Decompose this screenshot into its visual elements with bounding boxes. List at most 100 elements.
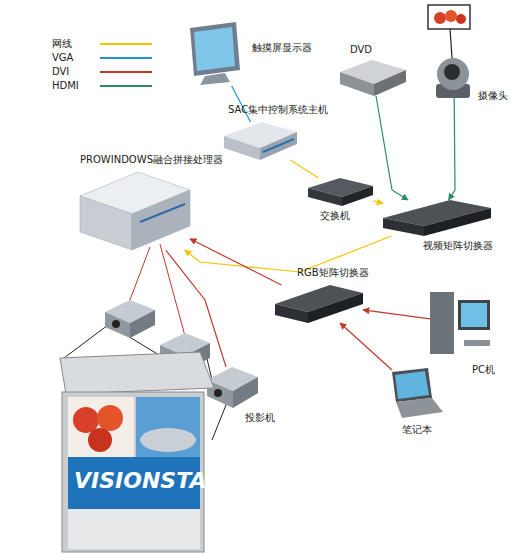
cable-connector: [449, 98, 455, 200]
host-front: [224, 136, 260, 160]
cable-connector: [166, 250, 226, 367]
rgb-matrix: [275, 285, 363, 323]
legend-text: 网线: [52, 38, 72, 50]
cable-connector: [190, 239, 281, 285]
legend-swatch: [100, 85, 152, 87]
device-label: 笔记本: [402, 424, 432, 436]
device-label: 投影机: [245, 412, 275, 424]
pc-computer: [430, 292, 490, 354]
device-label: 视频矩阵切换器: [423, 240, 493, 252]
apple-shape: [97, 405, 123, 431]
dvd-side: [374, 70, 406, 96]
device-node: 视频矩阵切换器: [383, 200, 491, 236]
building-panel: [136, 397, 200, 457]
projector-side: [233, 377, 258, 408]
device-node: 投影机: [207, 367, 258, 408]
monitor-frame: [190, 22, 240, 76]
device-label: 交换机: [320, 210, 350, 222]
projector-lens: [214, 389, 222, 397]
camera: [428, 5, 470, 98]
matrix-front: [383, 218, 424, 236]
pc-keyboard: [464, 340, 490, 346]
processor-panel: [140, 204, 185, 222]
cable-connector: [290, 160, 318, 178]
processor-box: [80, 172, 190, 250]
apple-shape: [434, 12, 446, 24]
projector-front: [105, 312, 130, 338]
building-shape: [140, 428, 196, 452]
monitor-screen: [194, 27, 235, 71]
legend-text: DVI: [52, 66, 69, 78]
pc-monitor: [458, 300, 490, 330]
apple-panel: [68, 397, 134, 457]
projector: [105, 300, 155, 338]
pc-tower: [430, 292, 454, 354]
matrix-side: [308, 293, 363, 323]
matrix-side: [424, 208, 491, 236]
touch-monitor: [190, 22, 240, 85]
projector: [207, 367, 258, 408]
device-node: 触摸屏显示器: [188, 22, 242, 86]
device-label: 触摸屏显示器: [252, 42, 312, 54]
network-switch: [308, 178, 373, 206]
device-node: DVD: [340, 60, 406, 96]
dvi-wire: [128, 247, 150, 305]
device-label: SAC集中控制系统主机: [228, 104, 328, 116]
pc-screen: [461, 303, 487, 327]
legend-text: HDMI: [52, 80, 79, 92]
cable-connector: [340, 323, 392, 370]
dvd-player: [340, 60, 406, 96]
device-label: RGB矩阵切换器: [297, 267, 369, 279]
monitor-stand: [200, 73, 230, 85]
screen-lower: [68, 509, 200, 549]
legend-swatch: [100, 57, 152, 59]
apple-shape: [456, 14, 466, 24]
camera-lens: [444, 64, 460, 80]
host-side: [260, 132, 297, 160]
cable-connector: [185, 236, 392, 272]
camera-dome: [437, 58, 469, 90]
projector-lens: [112, 320, 120, 328]
cable-connector: [373, 201, 383, 204]
logo-text: VISIONSTAR: [74, 468, 223, 493]
dvd-front: [340, 72, 374, 96]
device-node: 笔记本: [392, 368, 443, 418]
laptop: [392, 368, 443, 418]
laptop-screen: [395, 371, 429, 399]
legend-swatch: [100, 71, 152, 73]
device-label: DVD: [350, 44, 372, 56]
cable-connector: [363, 310, 430, 319]
device-label: 摄像头: [478, 90, 508, 102]
host-stripe: [263, 139, 294, 152]
apple-shape: [88, 428, 112, 452]
processor-side: [132, 190, 190, 250]
control-host: [224, 122, 297, 160]
device-label: PC机: [472, 364, 495, 376]
legend: 网线 VGA DVI HDMI: [52, 38, 162, 94]
projector-side: [130, 310, 155, 338]
apple-shape: [445, 10, 457, 22]
laptop-base: [396, 398, 443, 418]
legend-row: VGA: [52, 52, 162, 66]
legend-row: 网线: [52, 38, 162, 52]
laptop-lid: [392, 368, 432, 402]
device-node: RGB矩阵切换器: [275, 285, 363, 323]
device-node: SAC集中控制系统主机: [224, 122, 297, 160]
switch-side: [342, 186, 373, 206]
projection-line: [64, 325, 108, 358]
device-label: PROWINDOWS融合拼接处理器: [80, 154, 223, 166]
legend-swatch: [100, 43, 152, 45]
cable-connector: [376, 96, 408, 200]
projection-screen: [60, 352, 214, 552]
matrix-front: [275, 304, 308, 323]
legend-row: DVI: [52, 66, 162, 80]
switch-front: [308, 188, 342, 206]
view-line: [450, 29, 452, 58]
video-matrix: [383, 200, 491, 236]
processor-front: [80, 196, 132, 250]
device-node: 交换机: [308, 178, 373, 206]
device-node: 摄像头: [436, 56, 472, 98]
legend-row: HDMI: [52, 80, 162, 94]
legend-text: VGA: [52, 52, 73, 64]
device-node: PC机: [430, 292, 490, 354]
